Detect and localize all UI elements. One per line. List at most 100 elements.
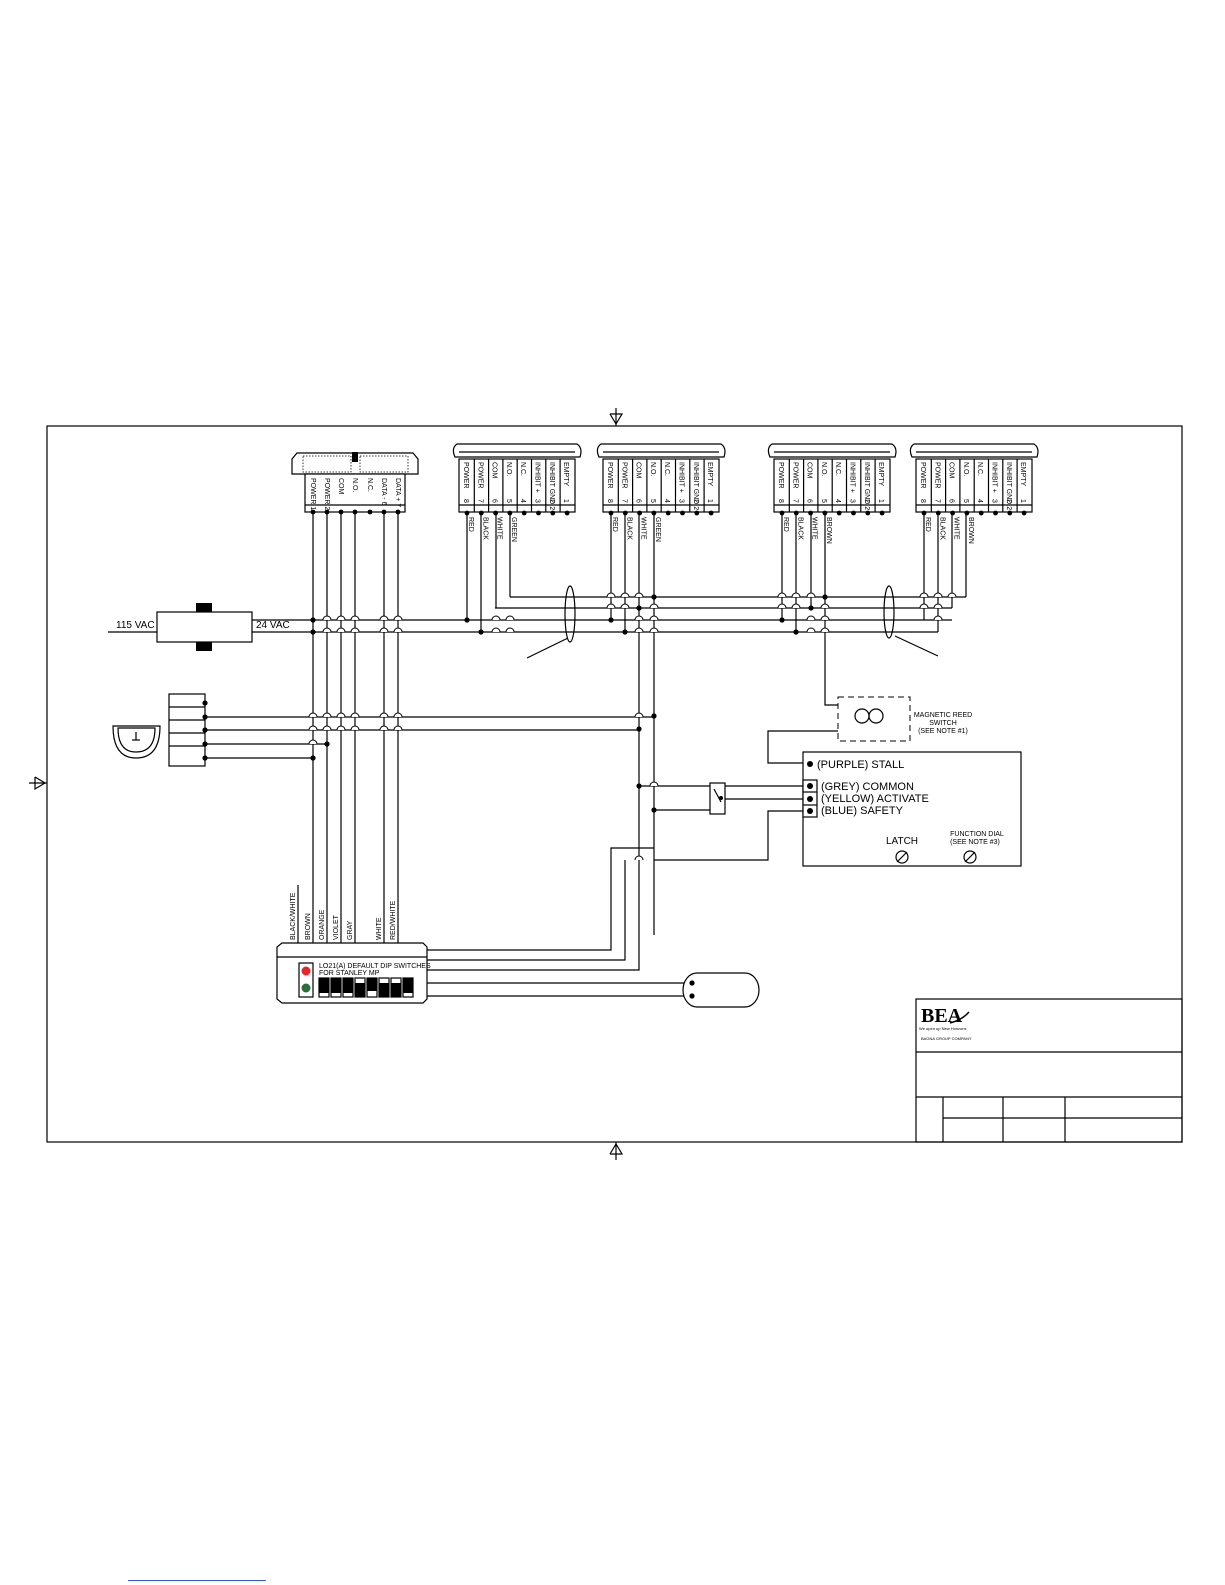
sensor-terminal-label: INHIBIT + (534, 462, 541, 493)
connector-pin-label: N.O. (351, 478, 358, 492)
sensor-terminal-label: EMPTY (562, 462, 569, 486)
sensor-terminal-label: N.O. (820, 462, 827, 476)
sensor-terminal-number: 2 (548, 499, 555, 503)
main-connector (291, 452, 419, 513)
connector-pin-terminal (367, 509, 373, 515)
sensor-terminal-number: 2 (692, 499, 699, 503)
center-mark-bottom (609, 1142, 624, 1160)
sensor-wire-color-label: BLACK (625, 517, 632, 540)
sensor-terminal-label: N.O. (962, 462, 969, 476)
sensor-wire-color-label: BROWN (967, 517, 974, 544)
sensor-terminal-label: INHIBIT + (678, 462, 685, 493)
sensor-terminal-screw (808, 510, 813, 516)
sensor-terminal-number: 8 (777, 499, 784, 503)
sensor-terminal-label: POWER (462, 462, 469, 488)
sensor-terminal-screw (507, 510, 513, 516)
sensor-terminal-number: 4 (834, 499, 841, 503)
sensor-terminal-label: EMPTY (706, 462, 713, 486)
control-terminal-block (802, 779, 818, 818)
company-tagline: We open up New Horizons (919, 1026, 967, 1031)
common-terminal-label: (GREY) COMMON (821, 781, 914, 793)
connector-wire-color-label: ORANGE (319, 909, 326, 940)
detector-wiring (205, 716, 654, 761)
magnetic-reed-switch (767, 696, 911, 764)
sensor-wire-color-label: RED (611, 517, 618, 532)
sensor-terminal-label: INHIBIT + (849, 462, 856, 493)
activate-terminal-label: (YELLOW) ACTIVATE (821, 793, 929, 805)
sensor-housing (452, 443, 582, 458)
sensor-housing (767, 443, 897, 458)
connector-wire-color-label: VIOLET (333, 914, 340, 940)
sensor-terminal-screw (978, 510, 984, 516)
sensor-terminal-screw (865, 510, 871, 516)
dip-switch-caption: FOR STANLEY MP (319, 970, 380, 977)
reed-switch-note: (SEE NOTE #1) (918, 728, 968, 735)
safety-terminal-label: (BLUE) SAFETY (821, 805, 904, 817)
relay-switch (639, 782, 803, 861)
sensor-terminal-screw (521, 510, 527, 516)
sensor-terminal-label: POWER (476, 462, 483, 488)
sensor-terminal-number: 4 (663, 499, 670, 503)
reed-switch-label: MAGNETIC REED (914, 712, 972, 719)
output-voltage-label: 24 VAC (256, 620, 290, 631)
sensor-terminal-number: 5 (505, 499, 512, 503)
sensor-terminal-number: 3 (678, 499, 685, 503)
sensor-terminal-label: POWER (620, 462, 627, 488)
sensor-terminal-number: 7 (476, 499, 483, 503)
sensor-terminal-label: EMPTY (1019, 462, 1026, 486)
sensor-terminal-number: 7 (933, 499, 940, 503)
sensor-terminal-screw (564, 510, 570, 516)
sensor-terminal-screw (665, 510, 671, 516)
green-led-indicator (301, 983, 311, 993)
dip-switch-caption: LO21(A) DEFAULT DIP SWITCHES (319, 963, 431, 970)
sensor-terminal-screw (851, 510, 856, 516)
connector-pin-label: COM (337, 478, 344, 495)
sensor-terminal-screw (1021, 510, 1027, 516)
connector-pin-label: N.C. (366, 478, 373, 492)
sensor-terminal-label: N.O. (649, 462, 656, 476)
sensor-terminal-number: 5 (649, 499, 656, 503)
lock-solenoid (682, 972, 760, 1008)
sensor-terminal-label: POWER (791, 462, 798, 488)
sensor-terminal-screw (921, 510, 927, 516)
sensor-terminal-number: 6 (948, 499, 955, 503)
sensor-terminal-number: 4 (976, 499, 983, 503)
connector-wire-color-label: BROWN (305, 913, 312, 940)
junction-dots (310, 594, 828, 813)
transformer (156, 603, 253, 651)
function-dial-icon (963, 850, 977, 864)
title-block (915, 998, 1183, 1143)
sensor-terminal-number: 2 (863, 499, 870, 503)
sensor-wire-color-label: BLACK (938, 517, 945, 540)
sensor-terminal-screw (464, 510, 470, 516)
drawing-frame (46, 425, 1183, 1143)
sensor-terminal-number: 6 (806, 499, 813, 503)
sensor-terminal-label: N.C. (976, 462, 983, 476)
sensor-terminal-label: EMPTY (877, 462, 884, 486)
sensor-terminal-number: 2 (1005, 499, 1012, 503)
logo-swoosh (949, 1011, 970, 1024)
sensor-terminal-screw (822, 510, 828, 516)
detector-crossover-hops (308, 712, 644, 745)
connector-pin-label: DATA + 7 (394, 478, 401, 507)
sensor-terminal-screw (478, 510, 484, 516)
company-logo: BEA (921, 1005, 963, 1027)
sensor-terminal-screw (935, 510, 941, 516)
sensor-terminal-number: 6 (491, 499, 498, 503)
input-voltage-label: 115 VAC (116, 620, 155, 631)
sensor-terminal-screw (550, 510, 556, 516)
sensor-housing (909, 443, 1039, 458)
sensor-terminal-screw (536, 510, 541, 516)
sensor-terminal-label: COM (806, 462, 813, 479)
connector-pin-label: POWER 2 (323, 478, 330, 510)
sensor-terminal-screw (950, 510, 955, 516)
control-box (802, 751, 1022, 867)
sensor-terminal-label: N.C. (663, 462, 670, 476)
sensor-terminal-number: 6 (635, 499, 642, 503)
sensor-terminal-screw (493, 510, 498, 516)
sensor-terminal-screw (779, 510, 785, 516)
sensor-terminal-label: INHIBIT GND 2 (548, 462, 555, 510)
